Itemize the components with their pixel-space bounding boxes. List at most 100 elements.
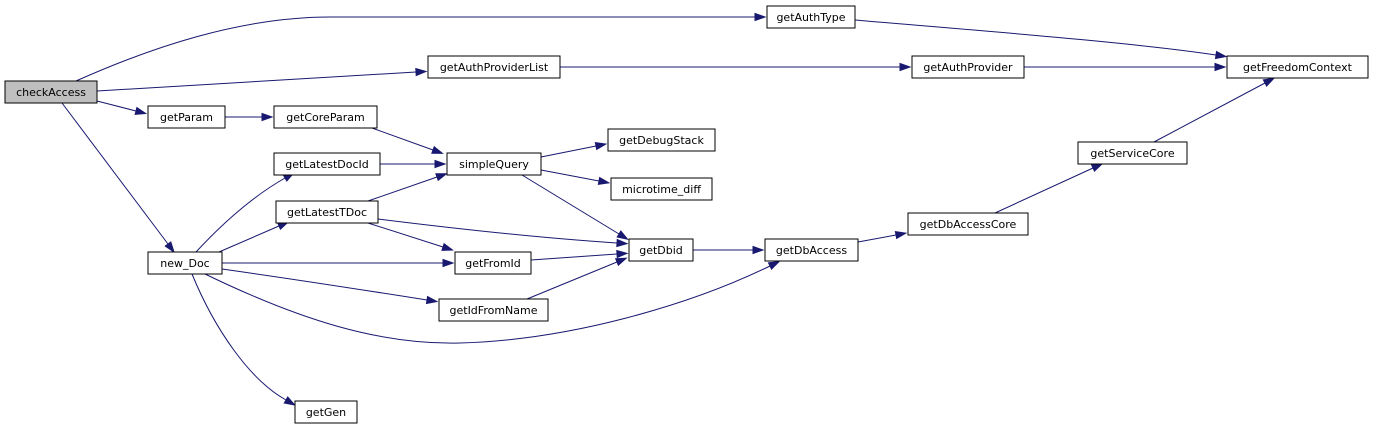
node-getServiceCore[interactable]: getServiceCore (1077, 141, 1188, 165)
node-box (911, 55, 1025, 79)
node-box (628, 238, 694, 262)
edge-getFromId-to-getDbid (530, 249, 629, 261)
node-box (907, 212, 1029, 236)
edge-getCoreParam-to-simpleQuery (371, 127, 444, 154)
node-box (427, 55, 561, 79)
arrowhead (616, 238, 629, 248)
node-label: getFromId (465, 257, 521, 270)
arrowhead (1262, 77, 1276, 87)
node-label: microtime_diff (622, 183, 701, 196)
node-getAuthProvider[interactable]: getAuthProvider (911, 55, 1025, 79)
edge-line (994, 167, 1094, 214)
node-getLatestDocId[interactable]: getLatestDocId (273, 152, 381, 176)
node-box (446, 152, 542, 176)
node-checkAccess[interactable]: checkAccess (4, 80, 98, 104)
node-getDebugStack[interactable]: getDebugStack (607, 128, 716, 152)
arrowhead (594, 141, 608, 151)
arrowhead (441, 242, 454, 251)
edge-new_Doc-to-getDbAccess (204, 260, 781, 344)
edge-new_Doc-to-getGen (191, 273, 297, 406)
node-getFreedomContext[interactable]: getFreedomContext (1226, 55, 1369, 79)
edge-getAuthProvider-to-getFreedomContext (1024, 62, 1227, 72)
node-box (764, 238, 859, 262)
edge-line (1153, 82, 1266, 143)
edge-line (195, 177, 286, 253)
arrowhead (767, 260, 781, 271)
arrowhead (616, 230, 629, 240)
edge-line (530, 253, 618, 261)
node-label: getServiceCore (1090, 147, 1174, 160)
edge-getDbAccess-to-getDbAccessCore (857, 230, 908, 243)
edge-new_Doc-to-getIdFromName (221, 268, 439, 305)
node-label: getLatestDocId (285, 158, 369, 171)
node-label: new_Doc (160, 257, 209, 270)
node-getDbAccessCore[interactable]: getDbAccessCore (907, 212, 1029, 236)
edge-line (857, 234, 897, 243)
arrowhead (434, 159, 447, 169)
node-getLatestTDoc[interactable]: getLatestTDoc (275, 200, 379, 224)
edge-line (96, 71, 417, 92)
edge-getAuthType-to-getFreedomContext (854, 19, 1228, 60)
node-label: getDbAccessCore (920, 218, 1017, 231)
node-label: getDbid (639, 244, 683, 257)
arrowhead (1090, 163, 1104, 173)
node-box (610, 177, 713, 201)
node-label: simpleQuery (459, 158, 529, 171)
node-label: getLatestTDoc (287, 206, 367, 219)
arrowhead (431, 145, 444, 154)
node-getAuthProviderList[interactable]: getAuthProviderList (427, 55, 561, 79)
edge-line (191, 273, 287, 401)
node-label: getIdFromName (450, 304, 538, 317)
node-microtime_diff[interactable]: microtime_diff (610, 177, 713, 201)
edge-getLatestDocId-to-simpleQuery (380, 159, 447, 169)
arrowhead (752, 245, 765, 255)
arrowhead (425, 295, 439, 305)
node-getDbAccess[interactable]: getDbAccess (764, 238, 859, 262)
node-getAuthType[interactable]: getAuthType (766, 5, 856, 29)
edge-layer (61, 12, 1276, 406)
edge-line (61, 102, 169, 245)
edge-getLatestTDoc-to-getDbid (377, 218, 629, 248)
node-getFromId[interactable]: getFromId (454, 251, 532, 275)
edge-checkAccess-to-new_Doc (61, 102, 175, 254)
edge-checkAccess-to-getAuthProviderList (96, 67, 428, 92)
edge-getParam-to-getCoreParam (225, 112, 274, 122)
arrowhead (899, 62, 912, 72)
node-simpleQuery[interactable]: simpleQuery (446, 152, 542, 176)
node-box (273, 105, 378, 129)
edge-line (367, 222, 444, 248)
edge-getDbid-to-getDbAccess (693, 245, 765, 255)
arrowhead (164, 241, 175, 254)
edge-line (854, 19, 1217, 56)
node-box (607, 128, 716, 152)
arrowhead (435, 173, 448, 182)
node-label: getDbAccess (776, 244, 847, 257)
node-getIdFromName[interactable]: getIdFromName (438, 298, 549, 322)
node-box (1226, 55, 1369, 79)
edge-getIdFromName-to-getDbid (526, 257, 628, 300)
node-label: checkAccess (16, 86, 86, 99)
edge-line (218, 225, 280, 253)
edge-new_Doc-to-getLatestTDoc (218, 221, 290, 253)
edge-line (221, 268, 428, 301)
arrowhead (134, 106, 148, 115)
edge-simpleQuery-to-getDbid (521, 174, 629, 240)
node-label: getDebugStack (619, 134, 704, 147)
edge-line (371, 127, 434, 151)
node-getGen[interactable]: getGen (294, 400, 358, 424)
node-getCoreParam[interactable]: getCoreParam (273, 105, 378, 129)
arrowhead (616, 249, 629, 259)
node-box (147, 251, 223, 275)
edge-getDbAccessCore-to-getServiceCore (994, 163, 1104, 214)
node-getParam[interactable]: getParam (147, 105, 226, 129)
node-box (438, 298, 549, 322)
edge-simpleQuery-to-microtime_diff (540, 169, 611, 186)
node-new_Doc[interactable]: new_Doc (147, 251, 223, 275)
arrowhead (894, 230, 908, 240)
node-getDbid[interactable]: getDbid (628, 238, 694, 262)
node-label: getAuthType (776, 11, 845, 24)
node-box (4, 80, 98, 104)
edge-getAuthProviderList-to-getAuthProvider (560, 62, 912, 72)
node-label: getFreedomContext (1243, 61, 1353, 74)
